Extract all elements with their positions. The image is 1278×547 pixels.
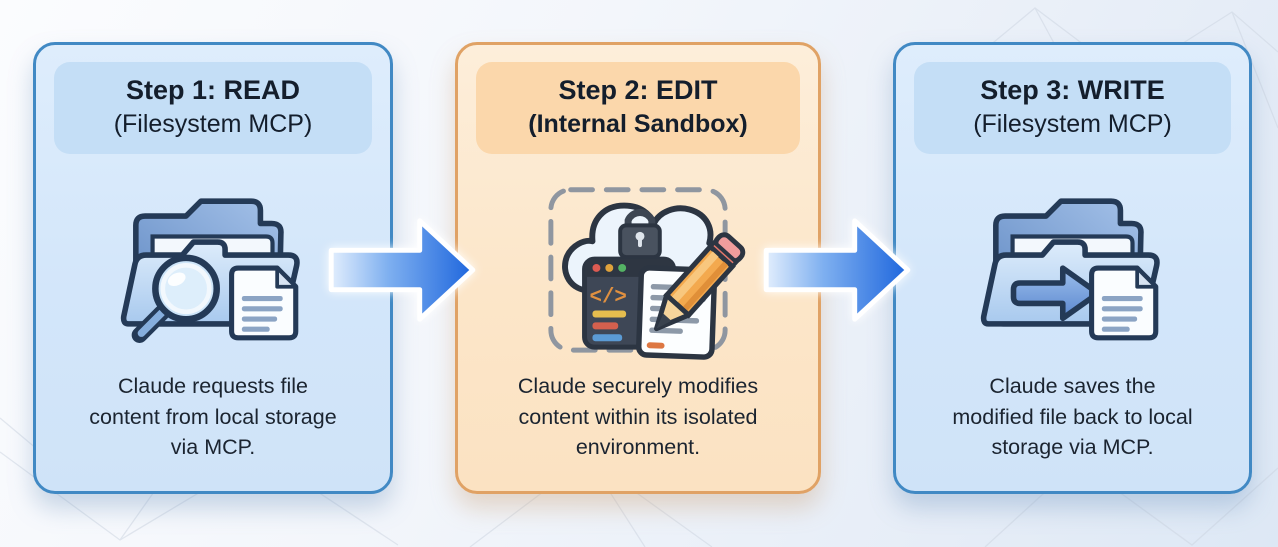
folder-search-icon xyxy=(36,154,390,372)
step-3-subtitle: (Filesystem MCP) xyxy=(973,110,1172,139)
arrow-step2-to-step3 xyxy=(763,218,911,322)
save-arrow-glyph xyxy=(1010,264,1101,321)
step-2-header: Step 2: EDIT (Internal Sandbox) xyxy=(476,62,800,154)
step-1-title: Step 1: READ xyxy=(125,75,301,105)
step-2-subtitle: (Internal Sandbox) xyxy=(528,110,748,139)
step-2-description: Claude securely modifies content within … xyxy=(517,374,759,460)
step-1-description: Claude requests file content from local … xyxy=(89,374,337,460)
step-card-write: Step 3: WRITE (Filesystem MCP) xyxy=(893,42,1252,494)
step-card-edit: Step 2: EDIT (Internal Sandbox) </ xyxy=(455,42,821,494)
folder-write-icon xyxy=(896,154,1249,372)
step-3-title: Step 3: WRITE xyxy=(980,75,1165,105)
pencil xyxy=(653,231,746,331)
lock-shackle xyxy=(624,208,656,227)
step-3-description: Claude saves the modified file back to l… xyxy=(952,374,1193,460)
step-1-header: Step 1: READ (Filesystem MCP) xyxy=(54,62,372,154)
step-2-title: Step 2: EDIT xyxy=(558,75,718,105)
arrow-step1-to-step2 xyxy=(328,218,476,322)
code-glyph: </> xyxy=(589,286,626,309)
sandbox-edit-icon: </> xyxy=(458,154,818,372)
step-3-header: Step 3: WRITE (Filesystem MCP) xyxy=(914,62,1231,154)
step-1-subtitle: (Filesystem MCP) xyxy=(113,110,313,139)
